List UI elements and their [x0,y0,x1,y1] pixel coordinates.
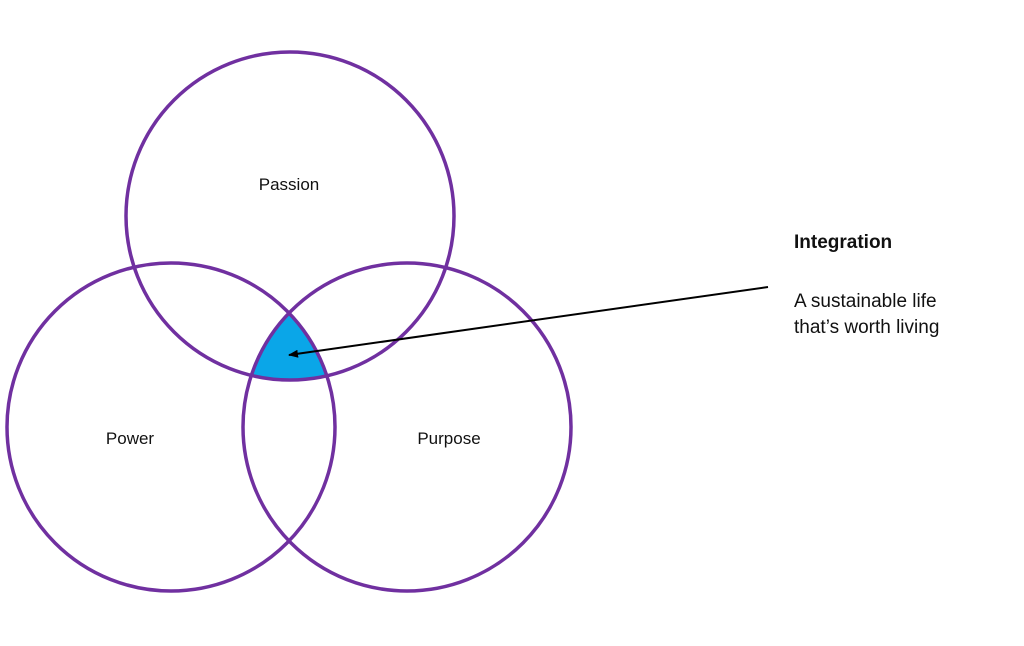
description-line: A sustainable life [794,291,937,312]
power-circle [5,261,337,593]
integration-description: A sustainable life that’s worth living [794,289,939,341]
purpose-circle [241,261,573,593]
purpose-label: Purpose [417,429,481,448]
passion-circle [124,50,456,382]
description-line: that’s worth living [794,317,940,338]
integration-title: Integration [794,232,893,253]
passion-label: Passion [258,175,320,194]
callout-arrow [288,286,769,358]
power-label: Power [105,429,155,448]
